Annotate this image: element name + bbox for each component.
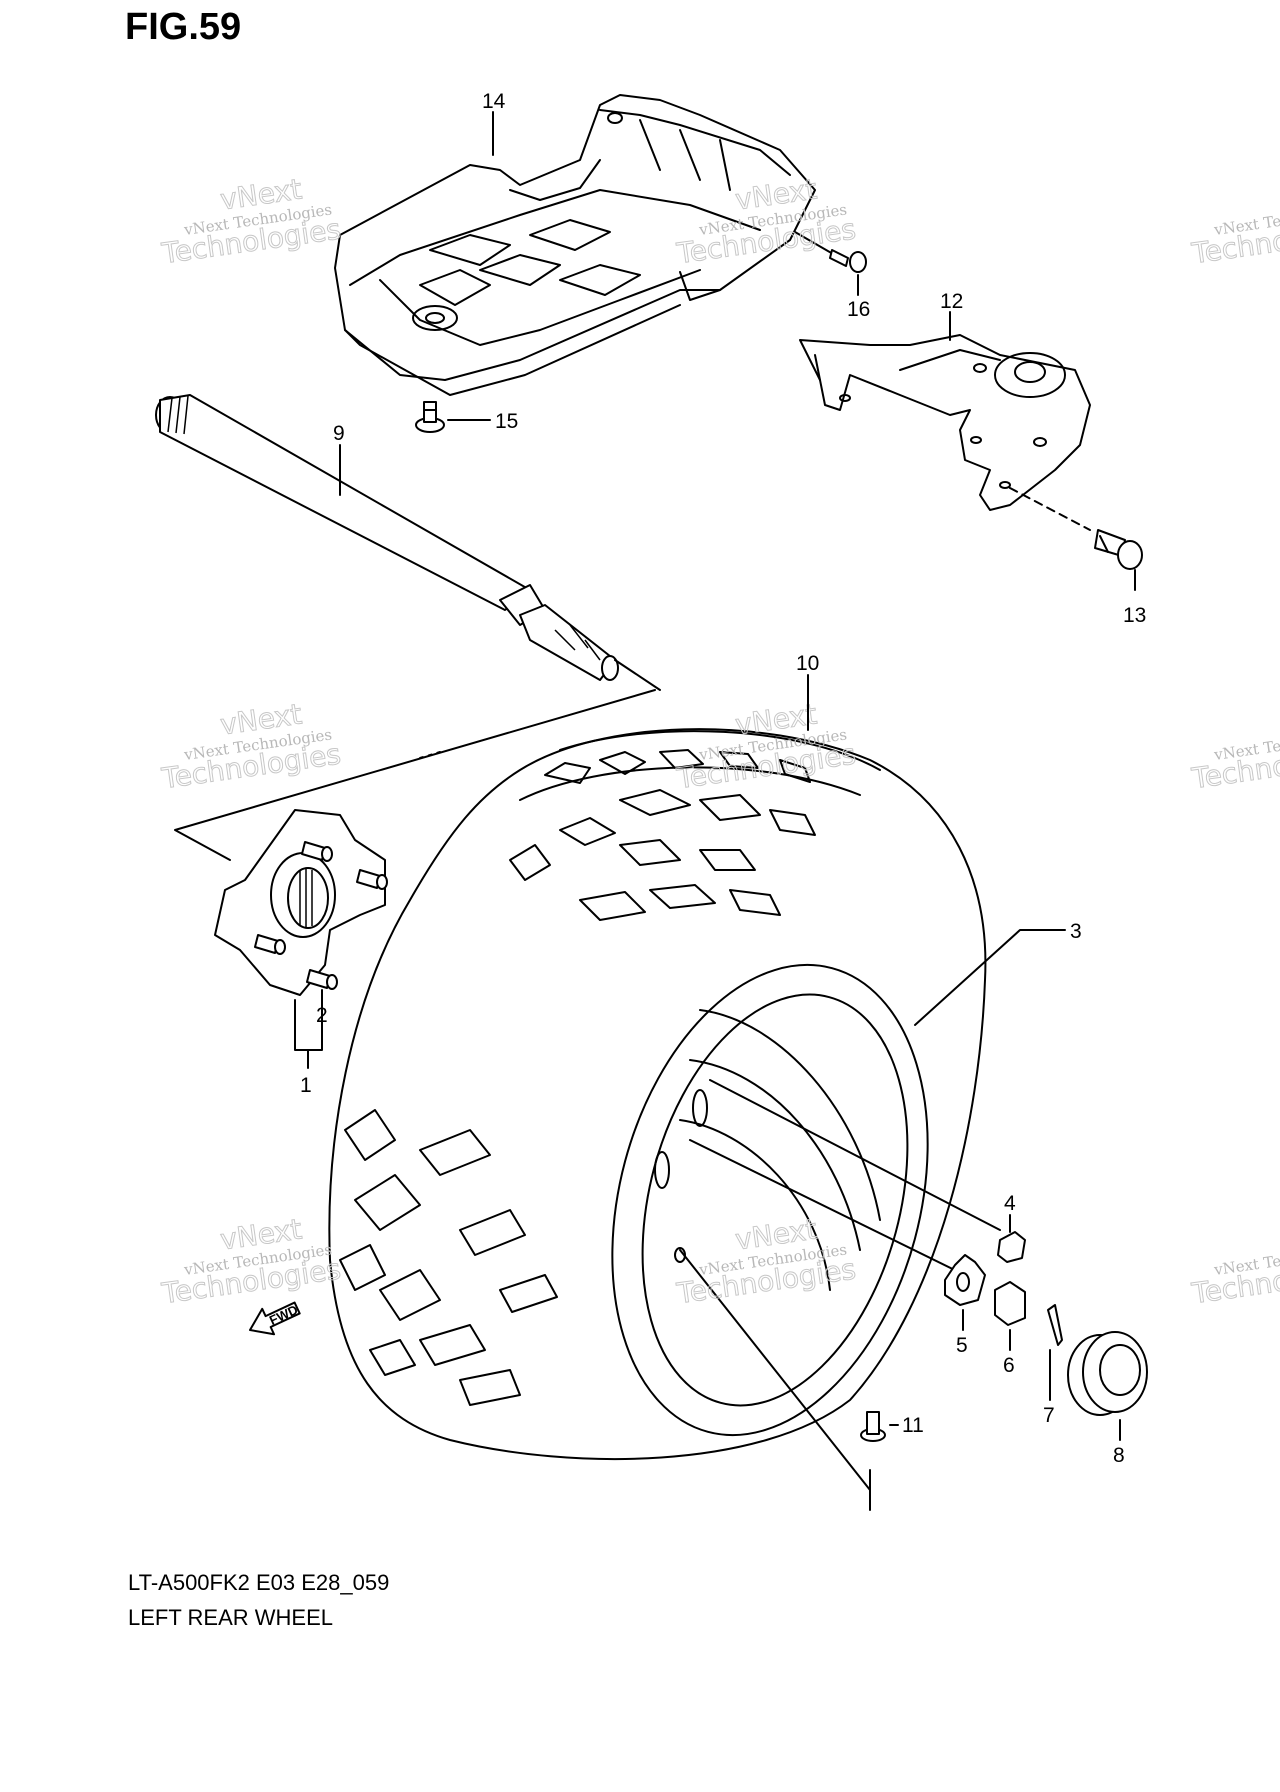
watermark-text: Techno: [1189, 1264, 1280, 1310]
callout-2: 2: [316, 1004, 328, 1027]
part-4-nut[interactable]: [997, 1214, 1026, 1263]
figure-name: LEFT REAR WHEEL: [128, 1605, 333, 1630]
callout-13: 13: [1123, 604, 1146, 627]
part-6-castle-nut[interactable]: [994, 1281, 1026, 1351]
callout-15: 15: [495, 410, 518, 433]
part-7-cotter-pin[interactable]: [1047, 1304, 1063, 1401]
part-13-bolt[interactable]: [1009, 487, 1143, 570]
axle-to-hub-leader: [174, 689, 656, 861]
fwd-arrow-icon: FWD: [249, 1301, 301, 1336]
part-1-wheel-hub[interactable]: [214, 809, 388, 1069]
figure-title: FIG.59: [125, 6, 242, 48]
callout-6: 6: [1003, 1354, 1015, 1377]
callout-8: 8: [1113, 1444, 1125, 1467]
callout-9: 9: [333, 422, 345, 445]
callout-14: 14: [482, 90, 506, 113]
fwd-label: FWD: [267, 1302, 300, 1328]
part-5-washer[interactable]: [944, 1254, 986, 1331]
callouts: 14 16 15 12 13 9 10 3 2 1 4 5 6 7 8 11: [300, 90, 1146, 1467]
callout-5: 5: [956, 1334, 968, 1357]
part-11-valve[interactable]: [860, 1411, 899, 1442]
callout-7: 7: [1043, 1404, 1055, 1427]
part-3-wheel-rim[interactable]: [563, 929, 977, 1470]
part-12-bracket[interactable]: [799, 334, 1091, 511]
part-14-skid-plate[interactable]: [334, 94, 816, 396]
callout-10: 10: [796, 652, 819, 675]
callout-16: 16: [847, 298, 870, 321]
part-2-hub-stud[interactable]: [254, 841, 388, 990]
watermark-text: Techno: [1189, 749, 1280, 795]
wheel-hardware-leaders: [679, 1079, 1001, 1511]
callout-12: 12: [940, 290, 963, 313]
callout-3: 3: [1070, 920, 1082, 943]
part-15-clip[interactable]: [415, 401, 491, 433]
part-8-hub-cap[interactable]: [1067, 1331, 1148, 1441]
watermark-text: Techno: [1189, 224, 1280, 270]
callout-4: 4: [1004, 1192, 1016, 1215]
callout-1: 1: [300, 1074, 312, 1097]
callout-11: 11: [902, 1414, 924, 1437]
figure-code: LT-A500FK2 E03 E28_059: [128, 1570, 390, 1595]
part-16-bolt[interactable]: [794, 231, 867, 273]
part-9-axle-shaft[interactable]: [155, 394, 661, 691]
